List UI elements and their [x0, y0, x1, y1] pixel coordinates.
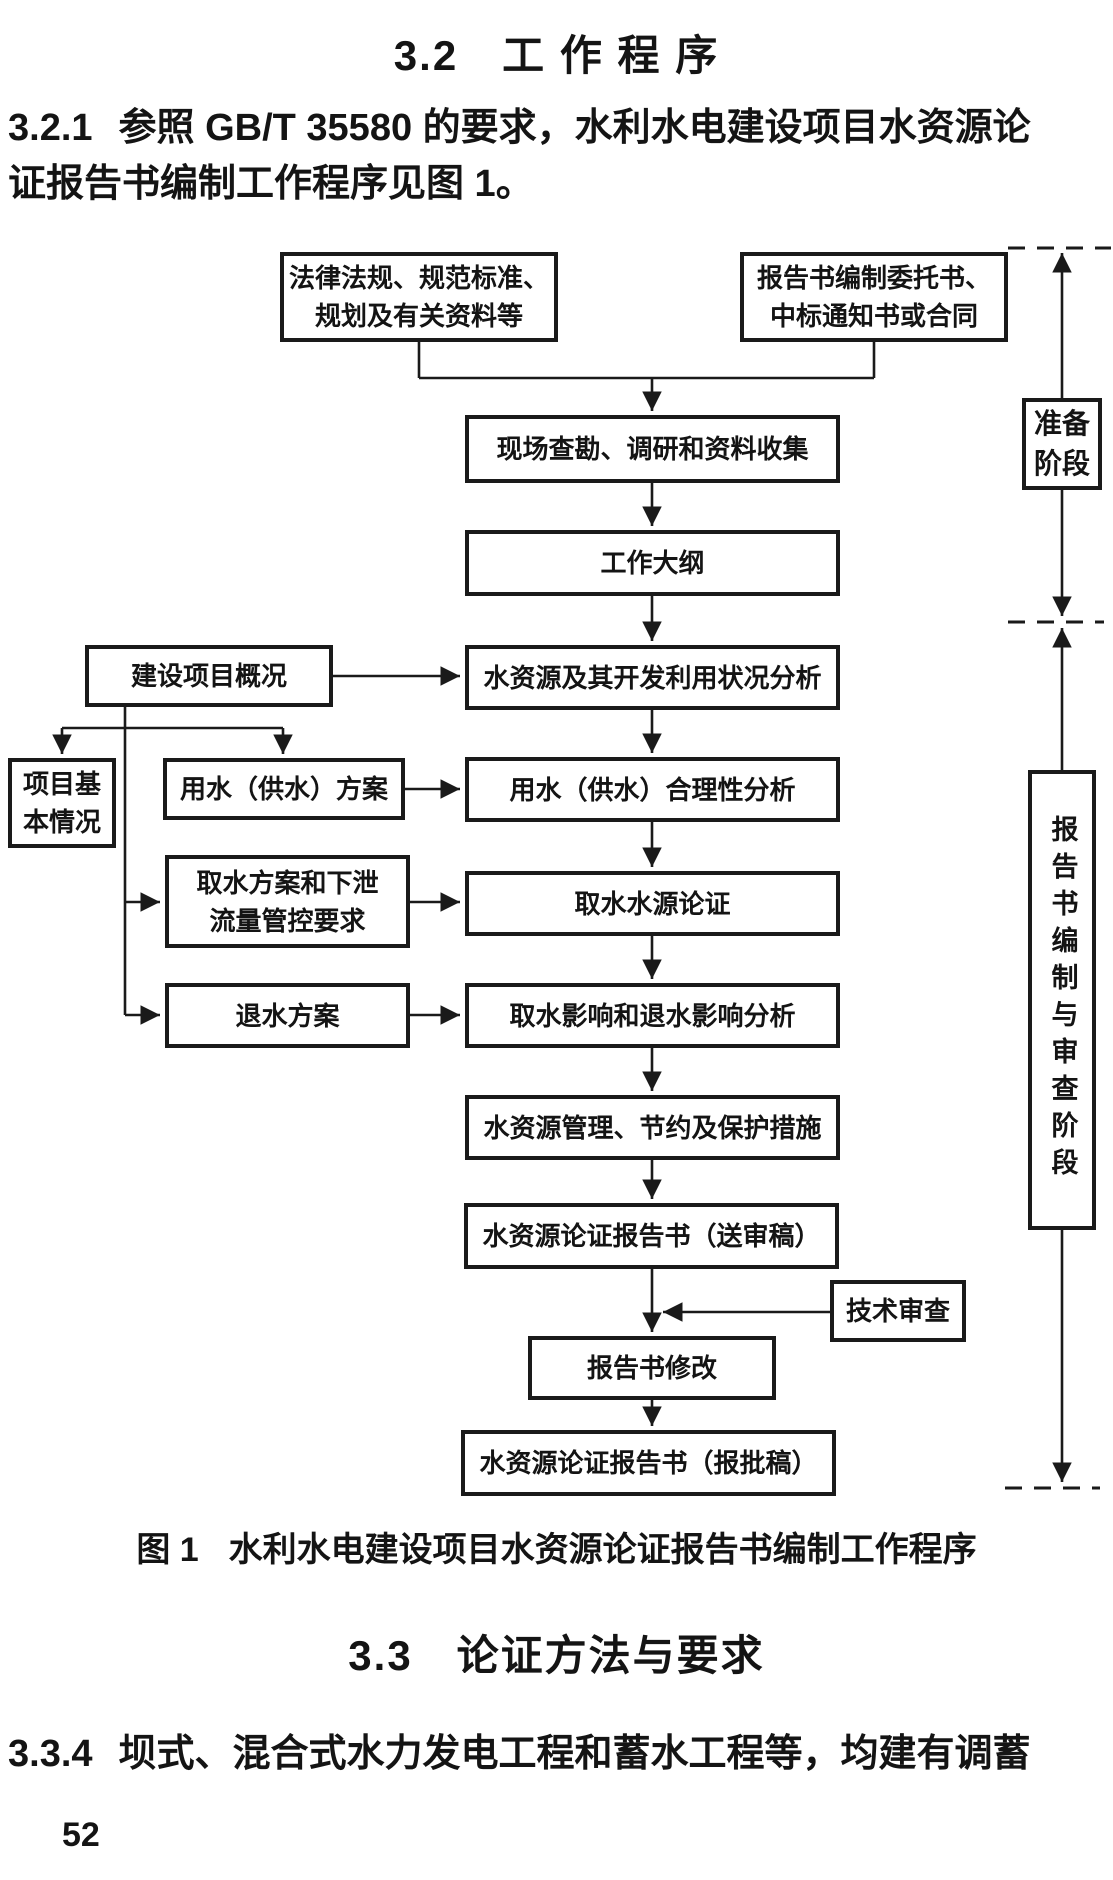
box-commission-line2: 中标通知书或合同 — [769, 301, 978, 331]
box-project-basic-info: 项目基 本情况 — [8, 758, 116, 848]
top-merge-connector — [417, 342, 876, 411]
box-legal-line1: 法律法规、规范标准、 — [288, 263, 549, 293]
stage-divider-dashed-lines — [1005, 246, 1111, 1490]
section-heading-3-3: 3.3 论证方法与要求 — [348, 1632, 765, 1679]
para-321-text1: 参照 GB/T 35580 的要求，水利水电建设项目水资源论 — [118, 107, 1031, 149]
box-drainage-plan: 退水方案 — [165, 983, 410, 1048]
box-management-measures: 水资源管理、节约及保护措施 — [465, 1095, 840, 1160]
stage-label-preparation: 准备 阶段 — [1022, 398, 1102, 490]
stage-prepare-line1: 准备 — [1033, 408, 1090, 439]
box-intake-plan: 取水方案和下泄 流量管控要求 — [165, 855, 410, 948]
box-report-revision: 报告书修改 — [528, 1336, 776, 1400]
section-heading-3-2: 3.2 工 作 程 序 — [393, 32, 720, 79]
para-334-text: 坝式、混合式水力发电工程和蓄水工程等，均建有调蓄 — [118, 1733, 1031, 1775]
box-report-final: 水资源论证报告书（报批稿） — [461, 1430, 836, 1496]
box-project-basic-line1: 项目基 — [22, 769, 101, 799]
box-intake-source-verification: 取水水源论证 — [465, 871, 840, 936]
box-intake-plan-line1: 取水方案和下泄 — [196, 867, 379, 898]
figure-caption: 图 1 水利水电建设项目水资源论证报告书编制工作程序 — [0, 1522, 1113, 1571]
para-321-text2: 证报告书编制工作程序见图 1。 — [8, 163, 534, 205]
para-321-line1: 3.2.1 参照 GB/T 35580 的要求，水利水电建设项目水资源论 — [8, 96, 1031, 151]
box-water-resources-analysis: 水资源及其开发利用状况分析 — [465, 645, 840, 710]
box-project-basic-line2: 本情况 — [22, 807, 101, 837]
box-report-draft: 水资源论证报告书（送审稿） — [464, 1203, 839, 1269]
box-intake-plan-line2: 流量管控要求 — [209, 905, 366, 936]
box-site-survey: 现场查勘、调研和资料收集 — [465, 415, 840, 483]
stage-compile-text: 报告书编制与审查阶段 — [1047, 815, 1078, 1185]
para-334: 3.3.4 坝式、混合式水力发电工程和蓄水工程等，均建有调蓄 — [8, 1722, 1031, 1777]
box-water-use-plan: 用水（供水）方案 — [163, 758, 405, 820]
box-legal-basis: 法律法规、规范标准、 规划及有关资料等 — [280, 252, 558, 342]
box-technical-review: 技术审查 — [830, 1280, 966, 1342]
box-commission-letter: 报告书编制委托书、 中标通知书或合同 — [740, 252, 1008, 342]
box-project-overview: 建设项目概况 — [85, 645, 333, 707]
figure-caption-label: 图 1 — [136, 1531, 199, 1569]
box-water-use-rationality: 用水（供水）合理性分析 — [465, 757, 840, 822]
figure-caption-text: 水利水电建设项目水资源论证报告书编制工作程序 — [228, 1531, 977, 1569]
page-number: 52 — [62, 1816, 100, 1854]
box-work-outline: 工作大纲 — [465, 530, 840, 596]
box-legal-line2: 规划及有关资料等 — [314, 301, 523, 331]
box-commission-line1: 报告书编制委托书、 — [756, 263, 991, 293]
para-334-label: 3.3.4 — [8, 1733, 93, 1775]
para-321-line2: 证报告书编制工作程序见图 1。 — [8, 152, 534, 207]
box-impact-analysis: 取水影响和退水影响分析 — [465, 983, 840, 1048]
stage-label-compilation-review: 报告书编制与审查阶段 — [1028, 770, 1096, 1230]
left-branch-connectors — [52, 666, 460, 1025]
stage-prepare-line2: 阶段 — [1033, 448, 1090, 479]
para-321-label: 3.2.1 — [8, 107, 93, 149]
